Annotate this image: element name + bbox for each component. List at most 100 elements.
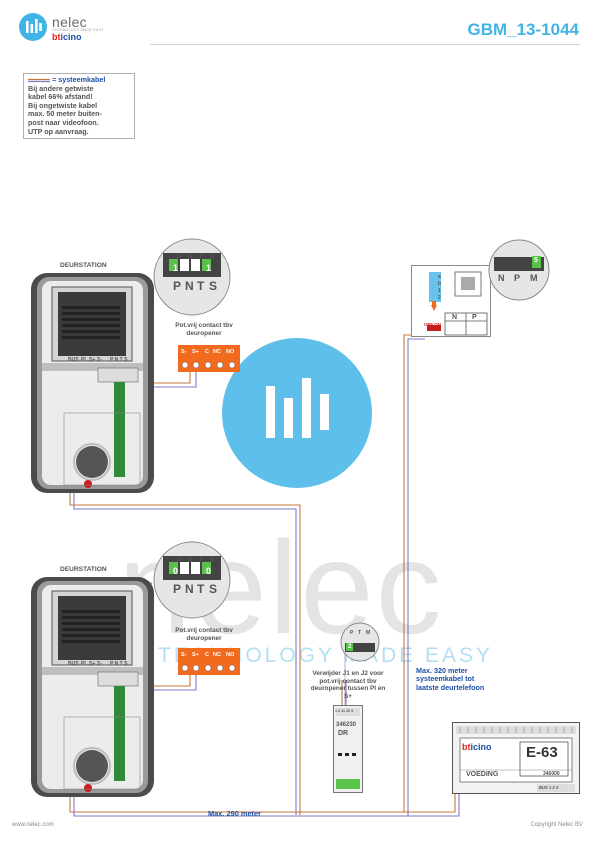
relay-zoom-label: T [358, 630, 362, 636]
station-2-pnts-small: P N T S [110, 661, 128, 667]
station-2-jumper-value: 0 [173, 566, 179, 576]
power-brand-rest: icino [470, 742, 492, 752]
station-1-contact-terminal: C [205, 349, 209, 355]
handset-zoom-label: N [498, 273, 505, 283]
door-station-2 [31, 577, 154, 797]
station-2-bus-label: S+ [89, 661, 96, 667]
brand-name: nelec [52, 14, 87, 30]
bticino-logo-b: bt [52, 32, 61, 42]
cable-legend-icon [28, 78, 50, 82]
handset-switch-label: b [438, 281, 442, 287]
station-1-zoom-letter: T [199, 255, 203, 261]
station-1-terminal-letter: S [209, 279, 218, 293]
bticino-logo: bticino [52, 32, 82, 42]
station-1-bus-label: BUS [68, 357, 79, 363]
handset-zoom-value: 5 [534, 257, 538, 264]
relay-zoom-label: M [366, 630, 371, 636]
station-1-contact-block [178, 345, 240, 372]
station-1-zoom-letter: P [177, 255, 182, 261]
cable-note: = systeemkabel Bij andere getwiste kabel… [23, 73, 135, 140]
watermark-logo-icon [222, 338, 372, 488]
station-2-zoom-letter: P [177, 558, 182, 564]
station-2-terminal-zoom [153, 541, 231, 619]
cable-note-line: Bij ongetwiste kabel [28, 100, 98, 110]
relay-zoom-label: P [350, 630, 354, 636]
watermark-tagline: TECHNOLOGY MADE EASY [158, 644, 494, 667]
cable-note-line: max. 50 meter buiten- [28, 109, 102, 119]
station-1-zoom-letter: N [188, 255, 193, 261]
station-1-bus-label: PL [81, 357, 88, 363]
station-1-zoom-letter: S [210, 255, 215, 261]
handset-switch-label: 1 [438, 288, 441, 294]
cable-note-line: post naar videofoon. [28, 117, 99, 127]
cable-note-key-label: = systeemkabel [52, 75, 106, 84]
bticino-logo-rest: icino [60, 32, 82, 42]
station-2-contact-label: Pot.vrij contact tbv deuropener [175, 627, 233, 642]
station-1-title: DEURSTATION [60, 262, 107, 269]
handset-table-header: P [472, 314, 477, 321]
relay-model: 346230 [336, 722, 357, 728]
station-2-terminal-letter: N [185, 582, 194, 596]
handset-zoom-label: P [514, 273, 521, 283]
station-1-bus-label: S+ [89, 357, 96, 363]
station-2-title: DEURSTATION [60, 566, 107, 573]
station-1-contact-terminal: NO [226, 349, 235, 355]
station-1-contact-label: Pot.vrij contact tbv deuropener [175, 322, 233, 337]
station-2-zoom-letter: T [199, 558, 203, 564]
relay-code: DR [338, 730, 349, 737]
power-brand-b: bt [462, 742, 471, 752]
max-320-label: Max. 320 meter systeemkabel tot laatste … [416, 666, 485, 692]
cable-note-line: Bij andere getwiste [28, 83, 94, 93]
document-title: GBM_13-1044 [467, 20, 579, 39]
footer-copyright: Copyright Nelec BV [530, 822, 583, 828]
station-2-contact-terminal: S+ [192, 652, 199, 658]
relay-note: Verwijder J1 en J2 voor pot.vrij contact… [310, 670, 386, 700]
handset-zoom-label: M [530, 273, 538, 283]
station-1-terminal-letter: T [197, 279, 205, 293]
station-2-zoom-letter: S [210, 558, 215, 564]
brand-tagline: TECHNOLOGY MADE EASY [52, 28, 104, 32]
power-brand: bticino [462, 742, 492, 752]
station-2-contact-block [178, 648, 240, 675]
station-2-contact-terminal: NO [226, 652, 235, 658]
station-2-terminal-letter: S [209, 582, 218, 596]
station-2-contact-terminal: NC [213, 652, 221, 658]
station-2-contact-terminal: S- [181, 652, 187, 658]
station-1-terminal-letter: N [185, 279, 194, 293]
handset-unit [411, 265, 491, 337]
station-1-contact-terminal: NC [213, 349, 221, 355]
handset-table-header: N [452, 314, 458, 321]
power-supply-unit [452, 722, 580, 794]
station-1-jumper-value: 1 [206, 263, 212, 273]
station-2-contact-terminal: C [205, 652, 209, 658]
door-station-1 [31, 273, 154, 493]
station-1-pnts-small: P N T S [110, 357, 128, 363]
handset-terminal-zoom [488, 239, 550, 301]
station-2-bus-label: S- [97, 661, 102, 667]
relay-pins: 1 2 J1 J2 3 [335, 709, 353, 713]
station-1-terminal-letter: P [173, 279, 182, 293]
header-divider [150, 44, 580, 45]
cable-note-line: UTP op aanvraag. [28, 126, 89, 136]
handset-offon-label: OFF ON [424, 322, 441, 327]
power-terminals: BUS 1 2 3 [539, 785, 559, 790]
power-model: E-63 [526, 744, 558, 761]
station-1-bus-label: S- [97, 357, 102, 363]
handset-switch-label: a [438, 274, 441, 280]
station-2-jumper-value: 0 [206, 566, 212, 576]
nelec-logo-icon [19, 13, 47, 41]
station-1-terminal-zoom [153, 238, 231, 316]
relay-module [333, 705, 363, 793]
station-2-terminal-letter: P [173, 582, 182, 596]
station-1-jumper-value: 1 [173, 263, 179, 273]
station-2-bus-label: PL [81, 661, 88, 667]
relay-zoom-value: 2 [348, 644, 352, 650]
cable-note-key: = systeemkabel [28, 75, 130, 85]
relay-terminal-zoom [340, 622, 380, 662]
station-1-contact-terminal: S+ [192, 349, 199, 355]
footer-website: www.nelec.com [12, 822, 54, 828]
handset-switch-label: 2 [438, 295, 441, 301]
station-2-bus-label: BUS [68, 661, 79, 667]
max-290-label: Max. 290 meter [208, 809, 261, 818]
power-voeding-label: VOEDING [466, 771, 499, 778]
